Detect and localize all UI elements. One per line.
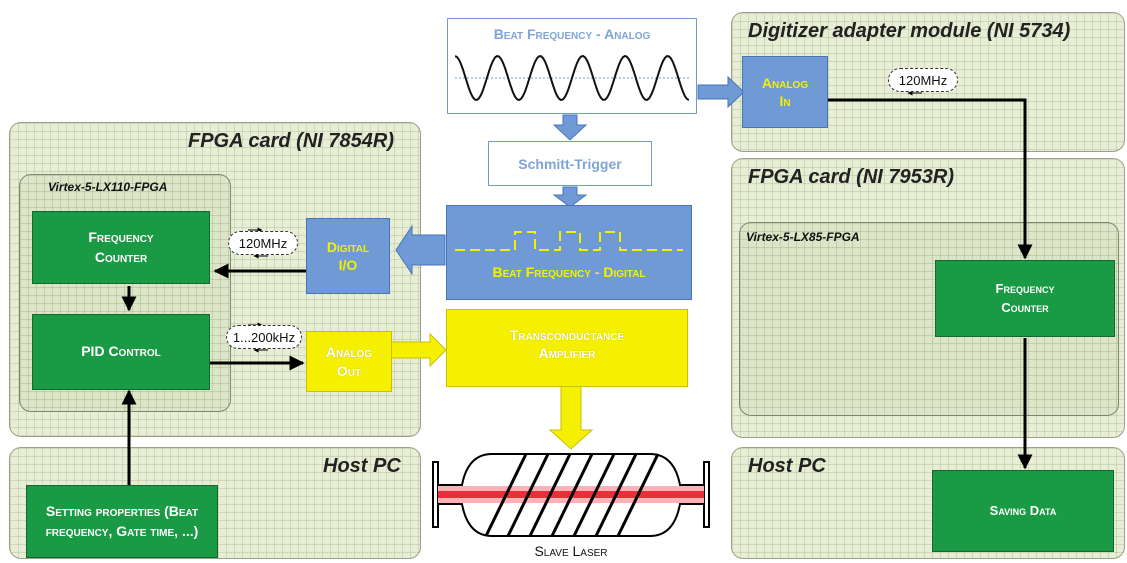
virtex-lx85-title: Virtex-5-LX85-FPGA [746,230,860,244]
analog-sine-wave [455,54,689,102]
frequency-counter-left: Frequency Counter [32,211,210,284]
frequency-counter-right: Frequency Counter [935,260,1115,337]
setting-properties-block: Setting properties (Beat frequency, Gate… [26,485,218,558]
digital-square-wave [455,231,683,251]
fpga-card-right-title: FPGA card (NI 7953R) [748,166,954,188]
pid-control-block: PID Control [32,314,210,390]
fpga-card-left-title: FPGA card (NI 7854R) [188,130,394,152]
host-pc-right-title: Host PC [748,455,826,477]
slave-laser-label: Slave Laser [534,543,608,559]
virtex-lx110-title: Virtex-5-LX110-FPGA [48,180,168,194]
blue-arrows [395,75,745,276]
transconductance-amplifier-block: Transconductance Amplifier [446,309,688,387]
analog-in-block: Analog In [742,56,828,128]
beat-analog-box [447,18,697,114]
analog-out-block: Analog Out [306,331,392,392]
beat-analog-label: Beat Frequency - Analog [493,26,651,42]
slave-laser-drawing [432,453,710,537]
saving-data-block: Saving Data [932,470,1114,552]
signal-lines [121,98,1033,485]
beat-digital-label: Beat Frequency - Digital [492,264,646,280]
digitizer-title: Digitizer adapter module (NI 5734) [748,20,1071,42]
clock-1-200khz: 1...200kHz [226,325,302,349]
clock-120mhz-right: 120MHz [888,68,958,92]
beat-digital-box [446,205,692,300]
digital-io-block: Digital I/O [306,218,390,294]
schmitt-trigger-block: Schmitt-Trigger [488,141,652,186]
host-pc-left-title: Host PC [323,455,401,477]
clock-120mhz-left: 120MHz [228,231,298,255]
yellow-arrows [390,332,594,450]
